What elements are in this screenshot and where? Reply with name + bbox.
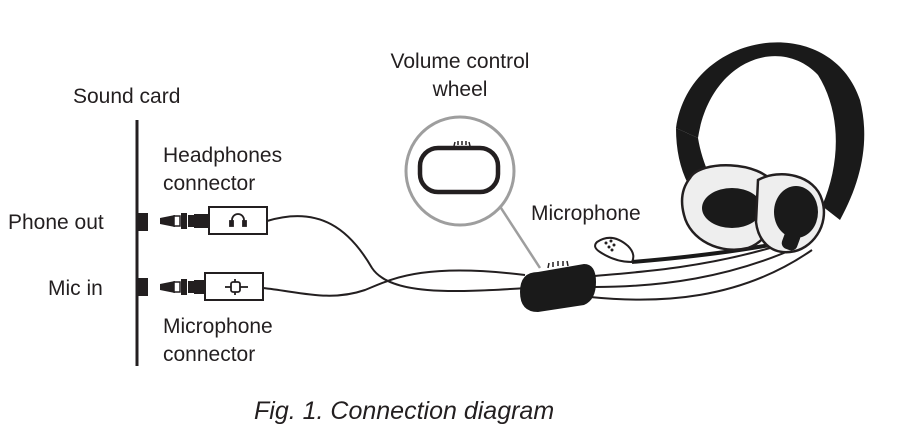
volume-wheel-magnifier — [404, 115, 516, 227]
microphone-plug — [160, 272, 264, 301]
headset-icon — [676, 42, 865, 254]
microphone-connector-label-line2: connector — [163, 343, 256, 366]
headphones-connector-label-line1: Headphones — [163, 144, 283, 167]
microphone-connector-label-line1: Microphone — [163, 315, 273, 338]
volume-control-label-line2: wheel — [432, 78, 488, 101]
headphones-plug — [160, 206, 268, 235]
volume-control-label-line1: Volume control — [390, 50, 530, 73]
mic-in-port — [138, 278, 148, 296]
figure-caption: Fig. 1. Connection diagram — [254, 397, 555, 425]
phone-out-port — [138, 213, 148, 231]
microphone-label: Microphone — [531, 202, 641, 225]
phone-out-label: Phone out — [8, 211, 104, 234]
sound-card-panel — [135, 120, 148, 366]
cables — [262, 215, 813, 301]
volume-control-box — [520, 260, 596, 312]
microphone-icon — [225, 279, 248, 295]
sound-card-label: Sound card — [73, 85, 181, 108]
mic-in-label: Mic in — [48, 277, 103, 300]
volume-wheel-icon — [417, 145, 501, 195]
headphones-icon — [229, 213, 247, 227]
headphones-connector-label-line2: connector — [163, 172, 256, 195]
